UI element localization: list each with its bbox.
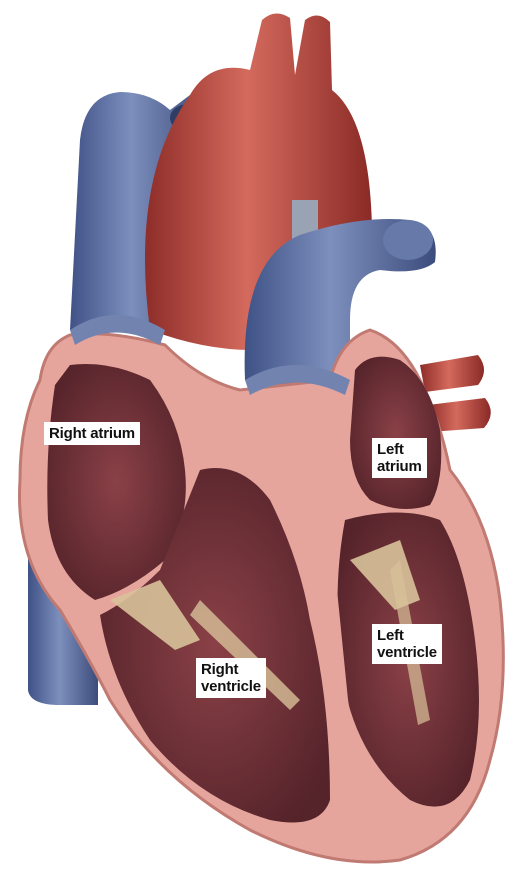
right-ventricle-label: Right ventricle xyxy=(196,658,266,698)
left-atrium-label: Left atrium xyxy=(372,438,427,478)
right-atrium-label: Right atrium xyxy=(44,422,140,445)
left-ventricle-label: Left ventricle xyxy=(372,624,442,664)
pulmonary-veins xyxy=(420,355,484,392)
